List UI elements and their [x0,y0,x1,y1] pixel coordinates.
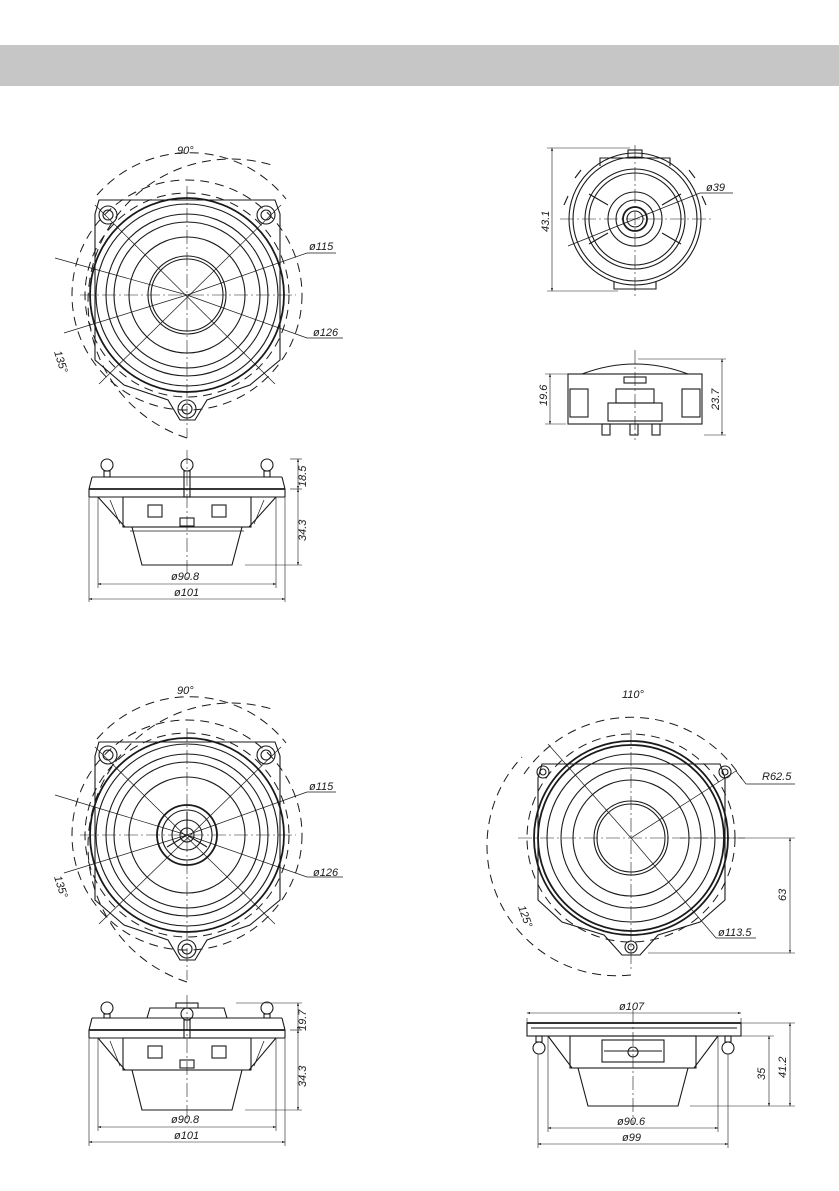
d3-angle-side-label: 125° [515,904,534,930]
s3-dia-top-label: ø107 [619,1001,645,1013]
speaker-side-view-1: 18.5 34.3 ø90.8 ø101 [89,450,309,602]
d2-dia-a-label: ø115 [309,781,334,793]
d3-radius-label: R62.5 [762,771,792,783]
woofer-side-view: ø107 35 41.2 ø90.6 ø99 [527,1001,795,1148]
tweeter-side-view: 19.6 23.7 [538,350,726,440]
s3-dia-outer-label: ø99 [622,1132,641,1144]
s1-dia-inner-label: ø90.8 [171,571,200,583]
d3-angle-top-label: 110° [622,689,645,701]
woofer-front-view: 110° R62.5 63 125° ø113.5 [487,689,795,976]
ts-h-a-label: 19.6 [538,384,550,406]
s3-dia-inner-label: ø90.6 [617,1116,646,1128]
mounting-hole-woofer-l [537,766,549,778]
s2-dia-outer-label: ø101 [174,1130,199,1142]
d1-dia-a-label: ø115 [309,241,334,253]
d2-angle-top-label: 90° [177,685,194,697]
mounting-hole-tl [99,206,117,224]
d1-angle-side-label: 135° [51,349,70,375]
ts-h-b-label: 23.7 [710,388,722,411]
mounting-hole-woofer-r [719,766,731,778]
s2-h-body-label: 34.3 [297,1065,309,1087]
s1-dia-outer-label: ø101 [174,587,199,599]
terminal-pin-right-2 [261,1002,273,1018]
s3-h-b-label: 41.2 [777,1057,789,1078]
d2-angle-side-label: 135° [51,874,70,900]
tweeter-front-view: 43.1 ø39 [540,145,733,296]
tw-dia-label: ø39 [706,182,725,194]
d3-dia-label: ø113.5 [718,927,752,939]
mounting-hole-tl-2 [99,746,117,764]
s2-h-top-label: 19.7 [297,1009,309,1031]
speaker-front-view-1: 90° ø115 ø126 135° [51,145,343,438]
speaker-side-view-2: 19.7 34.3 ø90.8 ø101 [89,995,309,1146]
d1-angle-top-label: 90° [177,145,194,157]
s1-h-top-label: 18.5 [297,465,309,487]
woofer-pin-right [722,1036,734,1054]
tw-height-label: 43.1 [540,211,552,232]
terminal-pin-right [261,459,273,477]
terminal-pin-left [101,459,113,477]
speaker-front-view-2: 90° ø115 ø126 135° [51,685,343,982]
d3-height-label: 63 [777,888,789,901]
woofer-pin-left [533,1036,545,1054]
mounting-hole-tr [257,206,275,224]
s2-dia-inner-label: ø90.8 [171,1114,200,1126]
s1-h-body-label: 34.3 [297,519,309,541]
terminal-pin-left-2 [101,1002,113,1018]
d2-dia-b-label: ø126 [313,867,339,879]
s3-h-a-label: 35 [756,1067,768,1080]
d1-dia-b-label: ø126 [313,327,339,339]
